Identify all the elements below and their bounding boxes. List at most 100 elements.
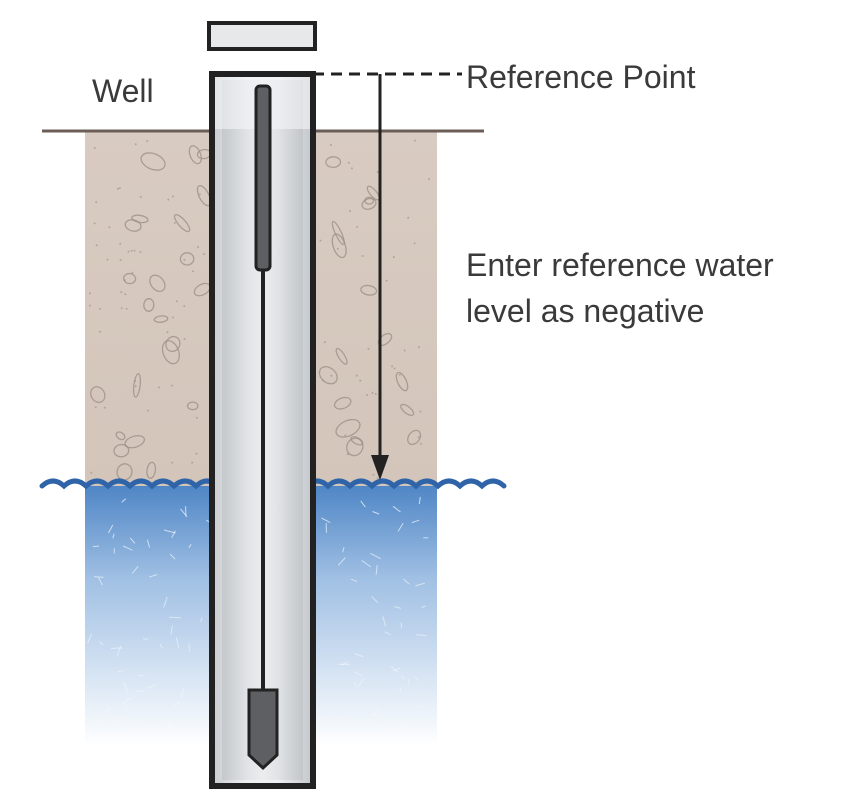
water-streak: [188, 544, 192, 548]
soil-grain: [139, 195, 142, 198]
water-streak: [382, 616, 386, 627]
soil-pebble: [173, 214, 191, 233]
soil-pebble: [361, 197, 377, 210]
water-streak: [317, 717, 322, 723]
soil-pebble: [153, 315, 169, 323]
soil-pebble: [335, 418, 361, 438]
soil-pebble: [335, 347, 348, 365]
instruction-label: Enter reference water level as negative: [466, 242, 774, 334]
soil-texture: [89, 139, 430, 481]
soil-grain: [197, 246, 199, 248]
soil-grain: [120, 307, 123, 310]
water-streak: [360, 500, 366, 508]
soil-grain: [116, 187, 119, 190]
soil-grain: [376, 170, 379, 173]
water-streak: [132, 565, 139, 574]
soil-grain: [322, 379, 325, 382]
water-texture: [87, 496, 429, 734]
water-streak: [121, 498, 127, 503]
water-streak: [92, 545, 100, 548]
soil-grain: [385, 279, 388, 282]
soil-pebble: [325, 156, 342, 169]
water-streak: [163, 596, 168, 608]
soil-grain: [398, 373, 401, 376]
soil-grain: [89, 292, 91, 295]
soil-grain: [166, 331, 169, 334]
water-streak: [124, 704, 128, 711]
soil-grain: [392, 256, 395, 259]
soil-grain: [119, 242, 122, 245]
soil-grain: [428, 178, 430, 180]
water-streak: [116, 645, 122, 657]
soil-grain: [123, 279, 126, 282]
soil-grain: [119, 258, 122, 261]
soil-pebble: [132, 373, 142, 398]
soil-grain: [95, 244, 98, 247]
water-streak: [180, 688, 184, 699]
water-streak: [146, 539, 150, 548]
soil-grain: [366, 394, 368, 397]
soil-grain: [108, 226, 111, 229]
water-streak: [159, 643, 163, 649]
soil-grain: [356, 225, 359, 228]
water-streak: [123, 681, 128, 693]
soil-grain: [120, 291, 123, 294]
soil-grain: [347, 161, 350, 164]
soil-grain: [195, 452, 198, 455]
water-streak: [421, 605, 426, 609]
water-streak: [371, 595, 379, 604]
soil-grain: [89, 304, 91, 307]
water-streak: [375, 565, 378, 575]
soil-grain: [134, 385, 137, 388]
water-streak: [394, 606, 402, 609]
water-streak: [171, 701, 179, 708]
water-streak: [167, 721, 171, 729]
water-streak: [163, 529, 176, 534]
water-streak: [122, 545, 133, 551]
soil-grain: [183, 338, 186, 340]
water-streak: [392, 505, 401, 513]
soil-grain: [146, 140, 149, 142]
water-streak: [115, 715, 126, 723]
water-streak: [104, 706, 111, 715]
water-streak: [393, 667, 401, 672]
water-streak: [361, 559, 371, 568]
soil-grain: [350, 167, 353, 170]
soil-pebble: [140, 152, 166, 171]
soil-grain: [172, 195, 174, 198]
water-streak: [341, 661, 349, 666]
water-streak: [117, 670, 124, 673]
water-streak: [148, 725, 155, 729]
soil-grain: [195, 416, 198, 419]
water-streak: [321, 517, 331, 524]
soil-grain: [336, 247, 339, 250]
water-streak: [95, 719, 101, 725]
soil-grain: [420, 442, 423, 445]
instruction-line-1: Enter reference water: [466, 247, 774, 283]
soil-grain: [391, 365, 393, 368]
soil-grain: [349, 210, 351, 212]
soil-grain: [198, 193, 201, 196]
soil-grain: [106, 258, 109, 261]
water-streak: [411, 519, 420, 524]
soil-grain: [124, 293, 127, 296]
water-streak: [353, 671, 363, 677]
soil-grain: [413, 139, 416, 142]
soil-pebble: [124, 435, 146, 449]
soil-grain: [127, 250, 130, 253]
soil-grain: [173, 221, 176, 224]
water-streak: [390, 665, 398, 673]
soil-pebble: [115, 431, 126, 441]
soil-grain: [147, 409, 150, 412]
soil-pebble: [188, 145, 202, 165]
water-streak: [175, 637, 180, 650]
soil-pebble: [161, 340, 180, 365]
water-streak: [108, 524, 114, 534]
instruction-line-2: level as negative: [466, 293, 705, 329]
soil-grain: [417, 436, 420, 439]
water-streak: [397, 522, 404, 532]
water-streak: [342, 547, 345, 553]
water-streak: [93, 576, 104, 578]
soil-grain: [372, 473, 375, 476]
soil-grain: [171, 384, 174, 387]
